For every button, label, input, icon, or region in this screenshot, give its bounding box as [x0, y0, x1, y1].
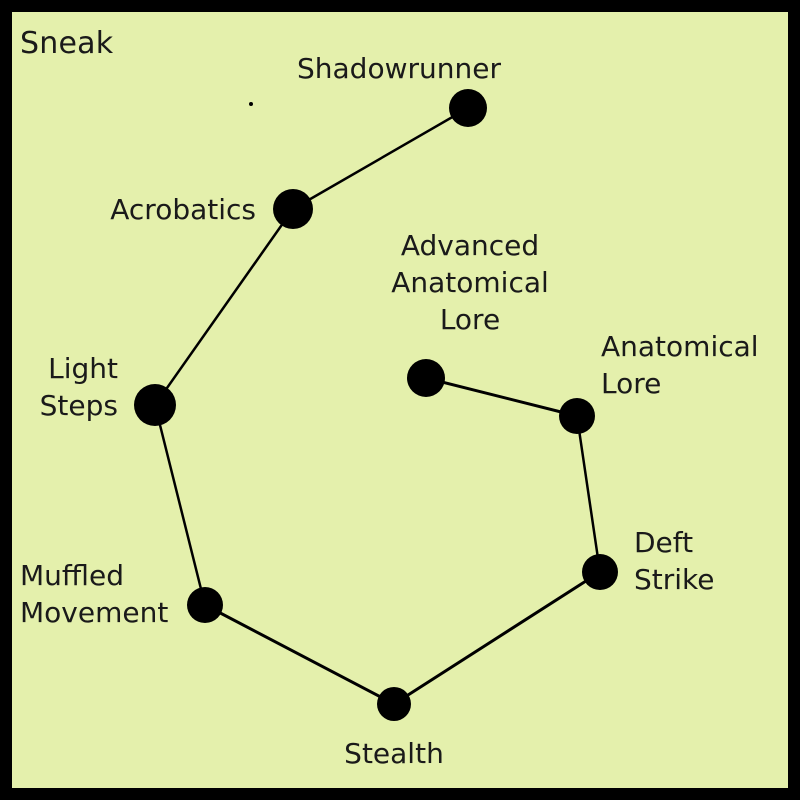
- skill-label-light-steps: Light Steps: [39, 352, 118, 422]
- skill-label-advanced-anatomical-lore: Advanced Anatomical Lore: [391, 229, 549, 336]
- skill-edge: [153, 403, 207, 607]
- skill-node-unlabeled-marker[interactable]: [249, 102, 253, 106]
- skill-node-light-steps[interactable]: [134, 384, 176, 426]
- skill-node-anatomical-lore[interactable]: [559, 398, 595, 434]
- skill-label-anatomical-lore: Anatomical Lore: [601, 330, 759, 400]
- edge-group: [153, 106, 602, 706]
- skill-edge: [203, 603, 396, 706]
- skill-edge: [392, 570, 602, 706]
- page-title: Sneak: [20, 26, 114, 61]
- skill-label-stealth: Stealth: [344, 737, 444, 770]
- skill-node-acrobatics[interactable]: [273, 189, 313, 229]
- skill-label-muffled-movement: Muffled Movement: [20, 559, 169, 629]
- skill-node-stealth[interactable]: [377, 687, 411, 721]
- skill-edge: [153, 207, 295, 407]
- skill-label-deft-strike: Deft Strike: [634, 526, 715, 596]
- skill-edge: [575, 414, 602, 574]
- skill-label-acrobatics: Acrobatics: [110, 193, 256, 226]
- node-group: [134, 89, 618, 721]
- skill-edge: [291, 106, 470, 211]
- skill-node-muffled-movement[interactable]: [187, 587, 223, 623]
- skill-label-shadowrunner: Shadowrunner: [297, 52, 501, 85]
- skill-edge: [424, 376, 579, 418]
- skill-node-deft-strike[interactable]: [582, 554, 618, 590]
- skill-node-shadowrunner[interactable]: [449, 89, 487, 127]
- skill-node-advanced-anatomical-lore[interactable]: [407, 359, 445, 397]
